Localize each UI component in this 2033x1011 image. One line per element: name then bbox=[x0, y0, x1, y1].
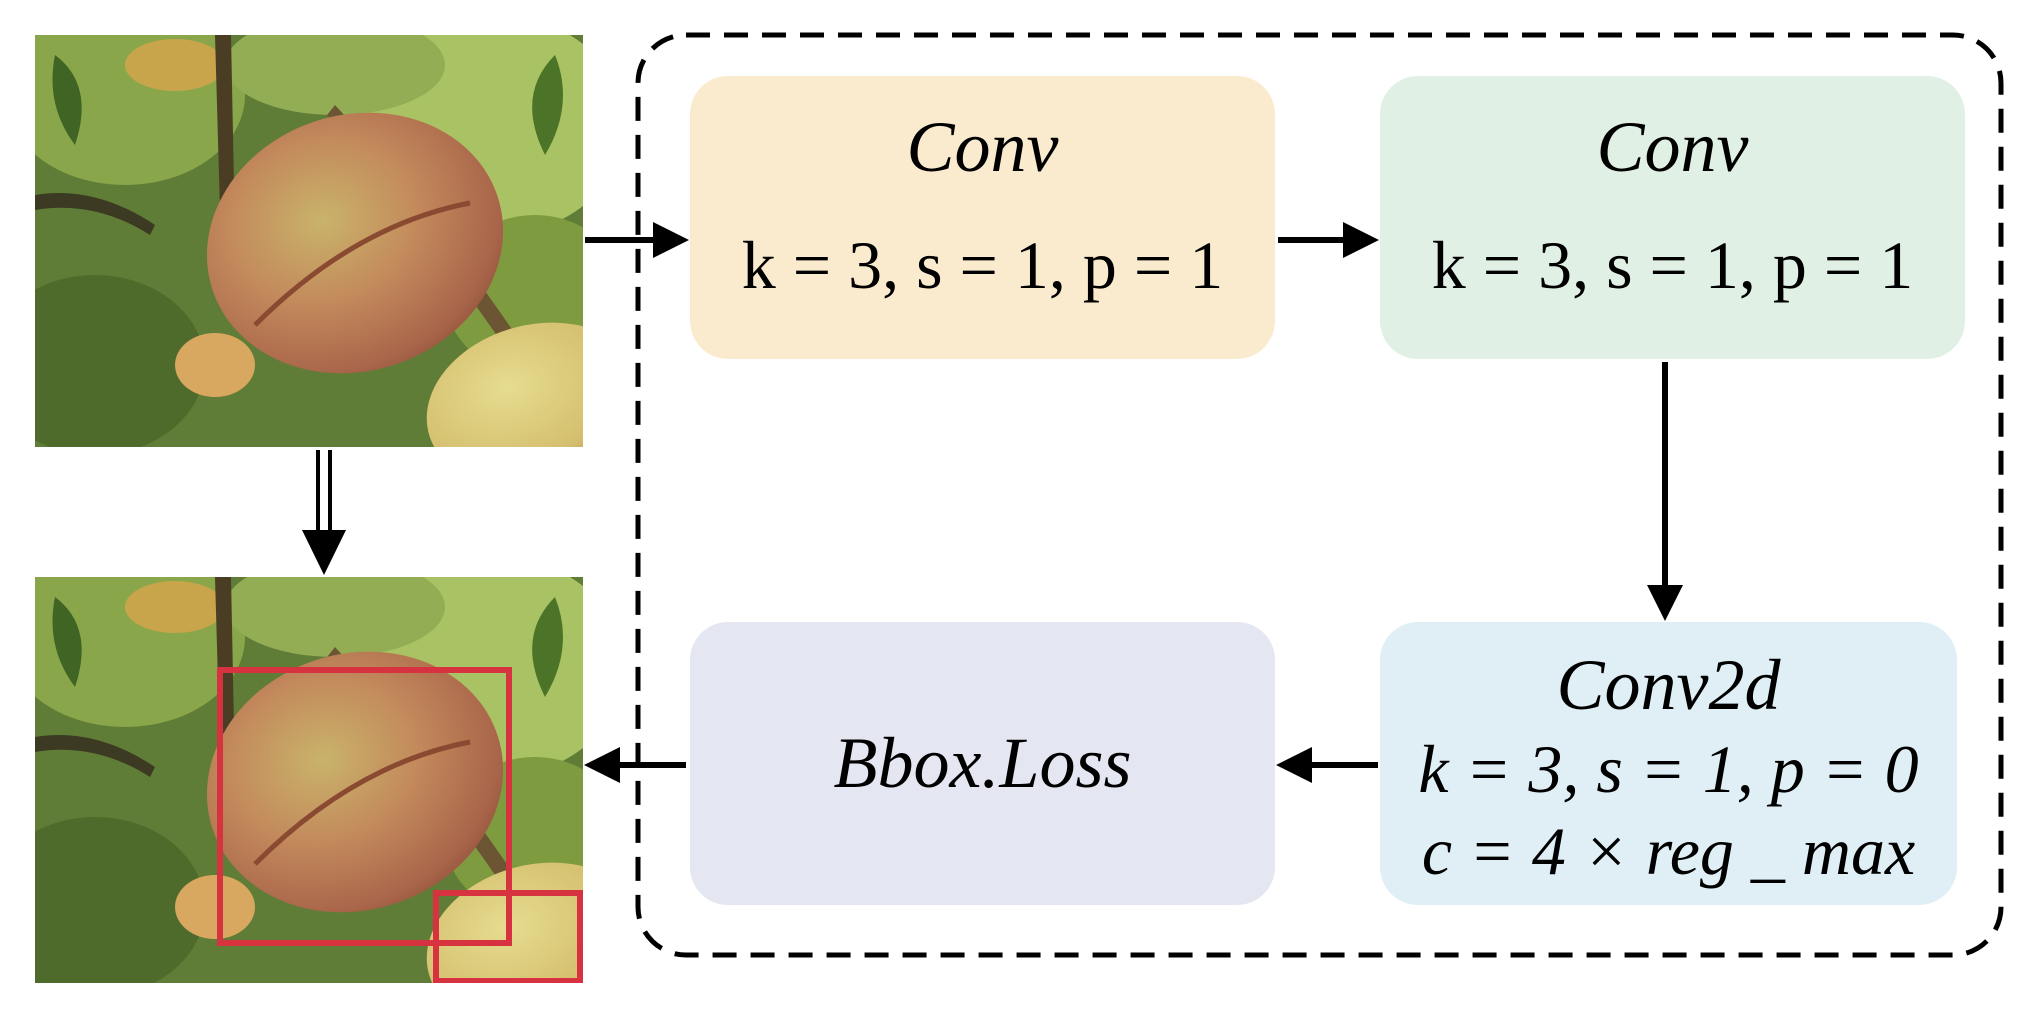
conv2d-block-title: Conv2d bbox=[1556, 645, 1781, 725]
detection-box-large bbox=[217, 667, 512, 946]
conv-block-1-title: Conv bbox=[906, 107, 1059, 187]
conv-block-2: Conv k = 3, s = 1, p = 1 bbox=[1380, 76, 1965, 359]
detection-box-small bbox=[433, 890, 583, 983]
input-image bbox=[35, 35, 583, 447]
conv-block-2-params: k = 3, s = 1, p = 1 bbox=[1431, 227, 1914, 303]
bbox-loss-block: Bbox.Loss bbox=[690, 622, 1275, 905]
conv-block-2-title: Conv bbox=[1596, 107, 1749, 187]
conv2d-block-params: k = 3, s = 1, p = 0 bbox=[1418, 731, 1919, 807]
output-image bbox=[35, 577, 583, 983]
module-frame bbox=[635, 32, 2004, 958]
conv2d-block-channels: c = 4 × reg _ max bbox=[1421, 813, 1916, 889]
bbox-loss-title: Bbox.Loss bbox=[833, 723, 1132, 803]
conv-block-1-params: k = 3, s = 1, p = 1 bbox=[741, 227, 1224, 303]
double-arrow-input-to-output bbox=[302, 450, 346, 575]
conv-block-1: Conv k = 3, s = 1, p = 1 bbox=[690, 76, 1275, 359]
conv2d-block: Conv2d k = 3, s = 1, p = 0 c = 4 × reg _… bbox=[1380, 622, 1957, 905]
